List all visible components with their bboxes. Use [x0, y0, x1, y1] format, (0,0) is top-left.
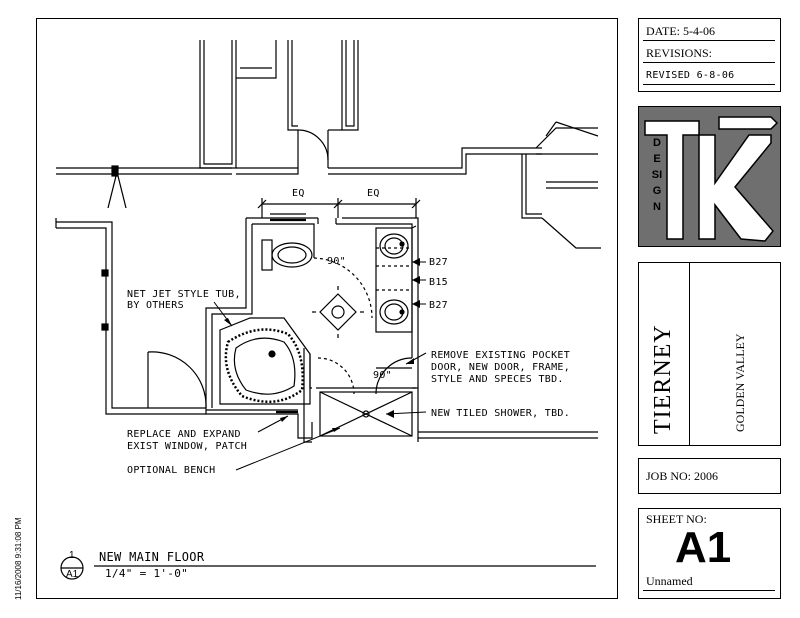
client-name: TIERNEY [650, 324, 676, 434]
toilet [261, 239, 313, 271]
plot-timestamp: 11/16/2008 9:31:08 PM [14, 517, 23, 600]
tk-logo-mark [644, 116, 779, 242]
job-box [638, 458, 781, 494]
angle-label-top: 90" [327, 256, 346, 267]
drawing-sheet-ref: A1 [66, 569, 79, 580]
sheet-name: Unnamed [646, 574, 693, 588]
floor-plan [55, 40, 601, 580]
drawing-title: NEW MAIN FLOOR [99, 550, 205, 564]
sheet-name-underline [643, 590, 775, 591]
lower-walls [303, 422, 419, 443]
logo-design-word: DESIGN [651, 137, 663, 213]
note-window-line-1: REPLACE AND EXPAND [127, 429, 241, 440]
client-box [638, 262, 781, 446]
note-tub-line-2: BY OTHERS [127, 300, 184, 311]
cabinet-tag: B27 [429, 300, 448, 311]
bathroom-walls [205, 217, 598, 439]
drawing-scale: 1/4" = 1'-0" [105, 567, 189, 580]
center-marker [312, 286, 364, 338]
dimension-line [257, 198, 421, 218]
note-bench: OPTIONAL BENCH [127, 465, 216, 476]
note-door-line-3: STYLE AND SPECES TBD. [431, 374, 564, 385]
dim-eq-left: EQ [292, 188, 305, 199]
sheet-box [638, 508, 781, 599]
sheet-no-label: SHEET NO: [646, 512, 707, 526]
job-number: JOB NO: 2006 [646, 469, 719, 483]
note-door-line-1: REMOVE EXISTING POCKET [431, 350, 571, 361]
drawing-sheet-border [36, 18, 618, 599]
note-door-line-2: DOOR, NEW DOOR, FRAME, [431, 362, 571, 373]
drawing-number: 1 [69, 550, 75, 561]
vanity [375, 225, 417, 333]
revised-underline [643, 84, 775, 85]
dim-eq-right: EQ [367, 188, 380, 199]
sheet-number: A1 [675, 523, 732, 572]
note-window-line-2: EXIST WINDOW, PATCH [127, 441, 248, 452]
tub [219, 317, 311, 405]
client-divider [689, 263, 690, 445]
left-walls [55, 218, 207, 415]
tk-design-logo: DESIGN [638, 106, 781, 247]
note-shower: NEW TILED SHOWER, TBD. [431, 408, 571, 419]
date-label: DATE: 5-4-06 [646, 24, 715, 38]
revision-box [638, 18, 781, 92]
note-tub-line-1: NET JET STYLE TUB, [127, 289, 241, 300]
revisions-label: REVISIONS: [646, 46, 713, 60]
upper-walls [56, 40, 542, 209]
revisions-underline [643, 62, 775, 63]
date-underline [643, 40, 775, 41]
cabinet-tag: B15 [429, 277, 448, 288]
shower [316, 387, 416, 437]
revised-label: REVISED 6-8-06 [646, 70, 735, 81]
window [206, 213, 306, 414]
angle-label-bottom: 90" [373, 370, 392, 381]
right-walls [521, 121, 601, 249]
project-location: GOLDEN VALLEY [733, 333, 747, 432]
cabinet-tag: B27 [429, 257, 448, 268]
